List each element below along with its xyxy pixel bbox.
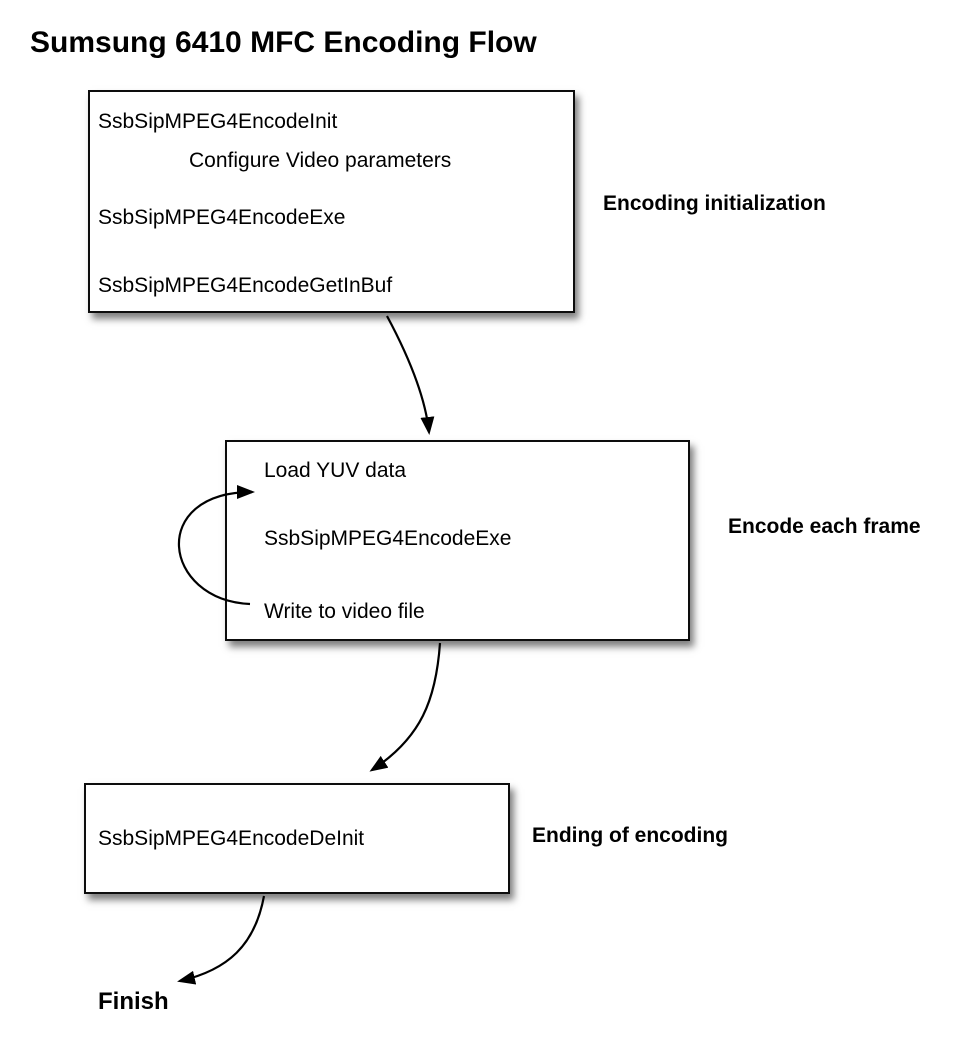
arrow-encode-to-deinit <box>369 642 442 772</box>
diagram-title: Sumsung 6410 MFC Encoding Flow <box>30 26 537 59</box>
node-encoding-initialization: SsbSipMPEG4EncodeInit Configure Video pa… <box>88 90 575 313</box>
node-encode-each-frame: Load YUV data SsbSipMPEG4EncodeExe Write… <box>225 440 690 641</box>
node-line: SsbSipMPEG4EncodeExe <box>264 527 512 550</box>
node-line: SsbSipMPEG4EncodeGetInBuf <box>98 274 393 297</box>
node-line: SsbSipMPEG4EncodeDeInit <box>98 827 365 850</box>
side-label-encode-each-frame: Encode each frame <box>728 515 921 538</box>
side-label-ending-of-encoding: Ending of encoding <box>532 824 728 847</box>
arrow-deinit-to-finish <box>177 895 266 985</box>
node-line: Configure Video parameters <box>189 149 452 172</box>
node-line: Write to video file <box>264 600 425 623</box>
finish-label: Finish <box>98 988 169 1015</box>
arrow-init-to-encode <box>386 315 435 435</box>
node-line: SsbSipMPEG4EncodeExe <box>98 206 346 229</box>
node-line: SsbSipMPEG4EncodeInit <box>98 110 338 133</box>
node-line: Load YUV data <box>264 459 407 482</box>
side-label-encoding-initialization: Encoding initialization <box>603 192 826 215</box>
node-ending-of-encoding: SsbSipMPEG4EncodeDeInit <box>84 783 510 894</box>
